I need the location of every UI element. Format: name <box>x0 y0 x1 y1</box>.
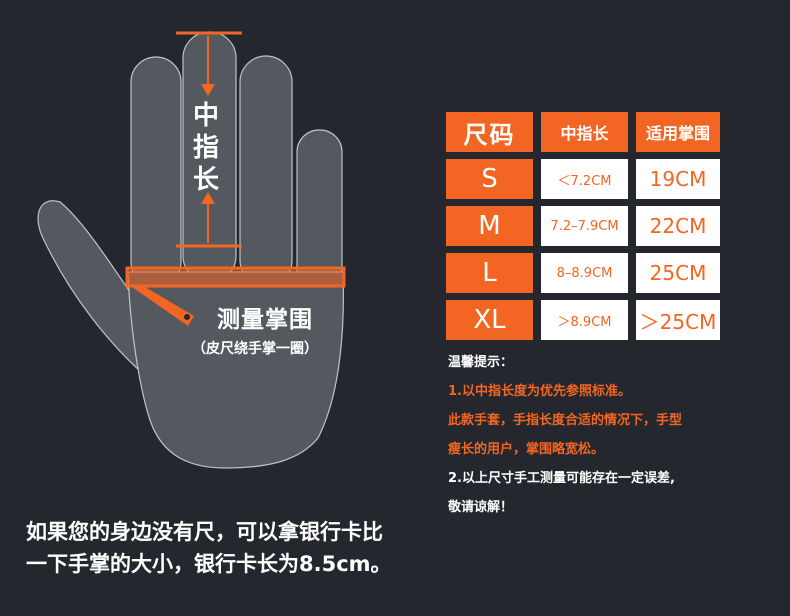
finger-length-cell: ＜7.2CM <box>541 159 628 199</box>
header-size: 尺码 <box>446 112 533 152</box>
arrow-down-icon <box>201 84 215 96</box>
palm-cell: 22CM <box>636 206 720 246</box>
tips-heading: 温馨提示： <box>448 355 514 370</box>
size-cell: XL <box>446 300 533 340</box>
size-table: 尺码 中指长 适用掌围 S ＜7.2CM 19CM M 7.2–7.9CM 22… <box>446 112 720 347</box>
measuring-tape-border <box>125 266 346 288</box>
finger-length-cell: ＞8.9CM <box>541 300 628 340</box>
size-cell: L <box>446 253 533 293</box>
palm-cell: ＞25CM <box>636 300 720 340</box>
measuring-tape <box>127 268 344 286</box>
tape-end-icon <box>132 284 194 326</box>
table-row: L 8–8.9CM 25CM <box>446 253 720 295</box>
size-cell: S <box>446 159 533 199</box>
tips-section: 温馨提示： 1.以中指长度为优先参照标准。 此款手套，手指长度合适的情况下，手型… <box>448 348 778 522</box>
palm-measure-title: 测量掌围 <box>217 307 313 333</box>
finger-length-cell: 7.2–7.9CM <box>541 206 628 246</box>
finger-label-char: 长 <box>192 165 219 195</box>
tip-line: 2.以上尺寸手工测量可能存在一定误差, <box>448 471 675 486</box>
palm-measure-subtitle: （皮尺绕手掌一圈） <box>192 341 318 357</box>
finger-label-char: 中 <box>192 101 219 131</box>
tip-line: 1.以中指长度为优先参照标准。 <box>448 384 631 399</box>
palm-cell: 25CM <box>636 253 720 293</box>
bank-card-note: 如果您的身边没有尺，可以拿银行卡比 一下手掌的大小，银行卡长为8.5cm。 <box>26 516 466 580</box>
table-row: M 7.2–7.9CM 22CM <box>446 206 720 248</box>
table-row: S ＜7.2CM 19CM <box>446 159 720 201</box>
finger-label-char: 指 <box>192 133 219 163</box>
arrow-up-icon <box>201 192 215 204</box>
table-row: XL ＞8.9CM ＞25CM <box>446 300 720 342</box>
middle-finger-label: 中 指 长 <box>189 100 223 196</box>
tip-line: 此款手套，手指长度合适的情况下，手型 <box>448 413 683 428</box>
ring-finger <box>239 55 293 287</box>
finger-length-cell: 8–8.9CM <box>541 253 628 293</box>
table-header-row: 尺码 中指长 适用掌围 <box>446 112 720 154</box>
header-palm: 适用掌围 <box>636 112 720 152</box>
bank-card-note-line: 一下手掌的大小，银行卡长为8.5cm。 <box>26 552 392 576</box>
palm-cell: 19CM <box>636 159 720 199</box>
tape-hole-icon <box>184 314 190 320</box>
bank-card-note-line: 如果您的身边没有尺，可以拿银行卡比 <box>26 520 383 544</box>
header-finger-length: 中指长 <box>541 112 628 152</box>
tip-line: 敬请谅解！ <box>448 500 514 515</box>
index-finger <box>130 56 182 288</box>
size-cell: M <box>446 206 533 246</box>
tip-line: 瘦长的用户，掌围略宽松。 <box>448 442 605 457</box>
